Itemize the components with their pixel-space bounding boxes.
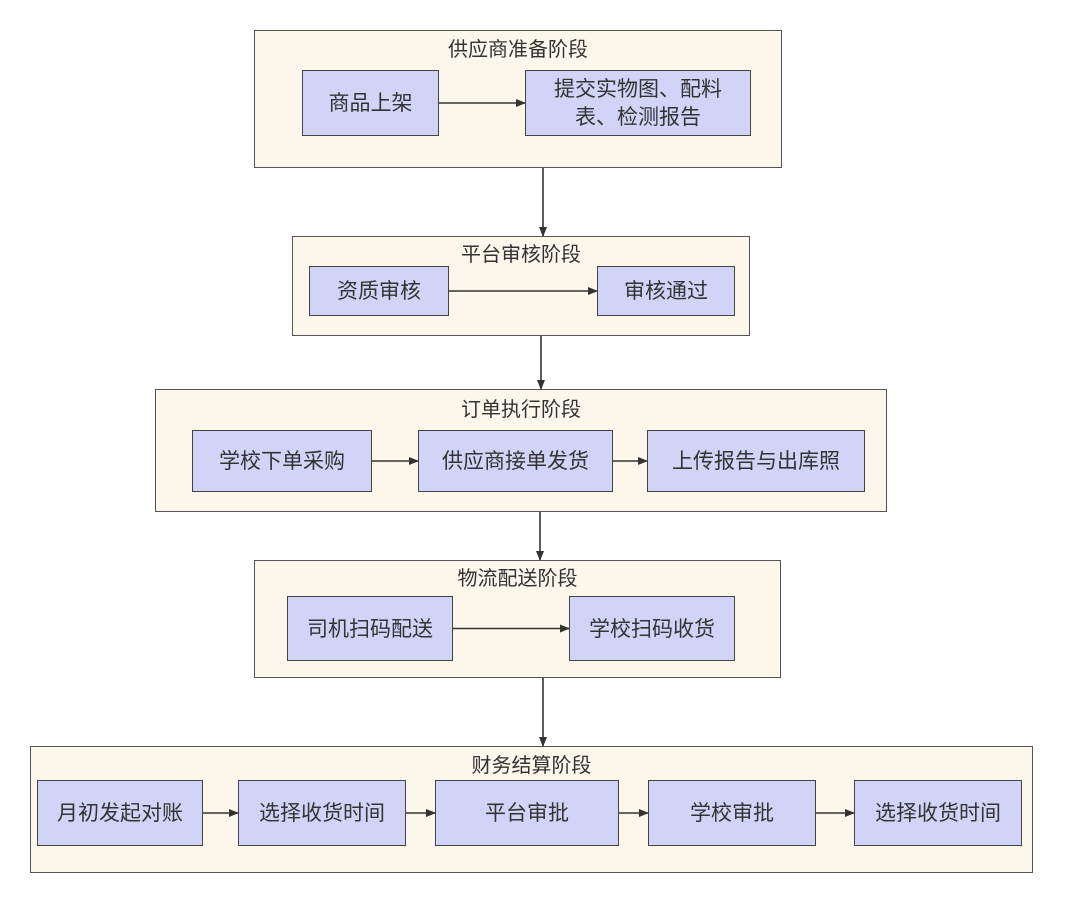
node-product-listing[interactable]: 商品上架 xyxy=(302,70,439,136)
node-review-passed[interactable]: 审核通过 xyxy=(597,266,735,316)
group-title: 财务结算阶段 xyxy=(471,753,592,777)
node-platform-approval[interactable]: 平台审批 xyxy=(435,780,619,846)
node-driver-scan[interactable]: 司机扫码配送 xyxy=(287,596,453,661)
node-school-receive[interactable]: 学校扫码收货 xyxy=(569,596,735,661)
node-school-approval[interactable]: 学校审批 xyxy=(648,780,816,846)
node-supplier-ship[interactable]: 供应商接单发货 xyxy=(418,430,613,492)
group-title: 订单执行阶段 xyxy=(461,397,581,421)
node-monthly-reconcile[interactable]: 月初发起对账 xyxy=(37,780,203,846)
node-submit-documents[interactable]: 提交实物图、配料表、检测报告 xyxy=(525,70,751,136)
node-upload-report[interactable]: 上传报告与出库照 xyxy=(647,430,865,492)
node-select-receipt-time-final[interactable]: 选择收货时间 xyxy=(854,780,1022,846)
group-title: 平台审核阶段 xyxy=(461,242,581,266)
node-school-order[interactable]: 学校下单采购 xyxy=(192,430,372,492)
group-title: 物流配送阶段 xyxy=(457,566,578,590)
node-qualification-review[interactable]: 资质审核 xyxy=(309,266,449,316)
node-select-receipt-time[interactable]: 选择收货时间 xyxy=(238,780,406,846)
group-title: 供应商准备阶段 xyxy=(448,37,588,61)
